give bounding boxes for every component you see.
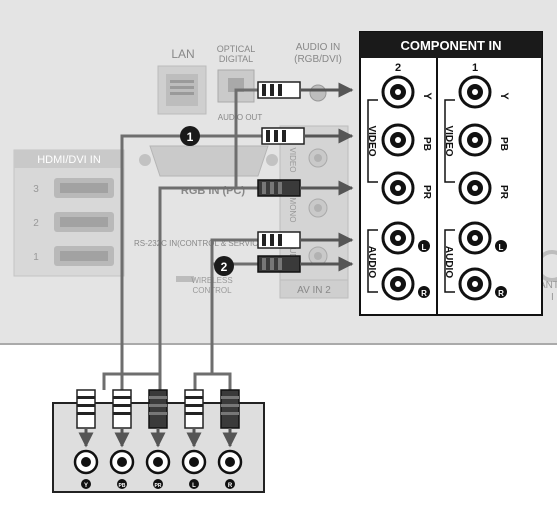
comp1-jack-l <box>458 221 492 255</box>
cable-group-video <box>102 88 262 390</box>
comp1-l-badge: L <box>495 240 507 252</box>
hdmi-port-3-num: 3 <box>33 184 39 195</box>
av-in-label: AV IN 2 <box>297 285 331 296</box>
comp2-r-badge: R <box>418 286 430 298</box>
comp2-jack-r <box>381 267 415 301</box>
step-2-callout: 2 <box>214 256 234 276</box>
device-label-pr-badge: PR <box>153 479 163 489</box>
comp1-video-label: VIDEO <box>443 125 454 156</box>
device-label-pb-badge: PB <box>117 479 127 489</box>
optical-label-2: DIGITAL <box>219 54 253 64</box>
component-col-1: VIDEO AUDIO Y PB PR L R <box>443 75 510 301</box>
device-plug-pb <box>112 389 132 448</box>
device-label-r: R <box>228 483 233 489</box>
device-jack-r <box>217 449 243 475</box>
device-label-l-badge: L <box>189 479 199 489</box>
component-col-1-number: 1 <box>472 62 478 74</box>
rgb-port <box>149 145 269 177</box>
hdmi-label: HDMI/DVI IN <box>37 154 101 166</box>
step-1-number: 1 <box>187 130 194 144</box>
rs232-label: RS-232C IN(CONTROL & SERVICE) <box>134 239 266 248</box>
panel-bottom-edge <box>0 343 557 345</box>
device-label-y: Y <box>84 483 88 489</box>
comp1-label-r: R <box>498 289 504 298</box>
comp2-label-l: L <box>422 243 427 252</box>
av-vertical-mono: MONO <box>288 198 297 223</box>
device-jack-y <box>73 449 99 475</box>
rgb-screw-right <box>266 154 278 166</box>
av-jack-audio-core <box>314 252 322 260</box>
hdmi-port-2-num: 2 <box>33 218 39 229</box>
comp1-label-y: Y <box>498 92 510 100</box>
comp1-label-pr: PR <box>498 185 509 200</box>
device-jack-pr <box>145 449 171 475</box>
comp1-r-badge: R <box>495 286 507 298</box>
component-in-header <box>360 32 542 58</box>
ant-label: ANT <box>539 280 557 291</box>
hdmi-port-2: 2 <box>33 212 114 232</box>
component-col-2-number: 2 <box>395 62 401 74</box>
device-jack-pb <box>109 449 135 475</box>
plug-l-white <box>257 231 354 249</box>
device-plug-y <box>76 389 96 448</box>
hdmi-port-1: 1 <box>33 246 114 266</box>
device-label-l: L <box>192 483 196 489</box>
wireless-port <box>176 276 194 282</box>
audio-out-label: AUDIO OUT <box>218 113 263 122</box>
plug-top-white <box>257 81 354 99</box>
comp1-label-l: L <box>499 243 504 252</box>
audio-in-label-1: AUDIO IN <box>296 42 340 53</box>
ant-partial: I <box>551 292 554 303</box>
device-jack-l <box>181 449 207 475</box>
component-col-2: VIDEO AUDIO Y PB PR L R <box>366 75 433 301</box>
comp2-label-y: Y <box>421 92 433 100</box>
comp2-video-label: VIDEO <box>366 125 377 156</box>
step-2-number: 2 <box>221 260 228 274</box>
av-in-footer <box>279 279 349 299</box>
plug-r-dark <box>257 255 354 273</box>
av-vertical-video: VIDEO <box>288 148 297 173</box>
comp2-jack-pb <box>381 123 415 157</box>
comp1-jack-pr <box>458 171 492 205</box>
av-jack-video-core <box>314 154 322 162</box>
lan-label: LAN <box>171 47 194 61</box>
comp1-jack-y <box>458 75 492 109</box>
comp2-label-pb: PB <box>421 137 432 151</box>
comp2-jack-pr <box>381 171 415 205</box>
comp2-label-r: R <box>421 289 427 298</box>
hdmi-port-1-num: 1 <box>33 252 39 263</box>
device-label-pr: PR <box>155 483 162 489</box>
optical-label-1: OPTICAL <box>217 44 256 54</box>
plug-pr-dark <box>257 179 354 197</box>
plug-y-white <box>261 127 354 145</box>
comp2-l-badge: L <box>418 240 430 252</box>
device-plug-pr <box>148 389 168 448</box>
device-plug-r <box>220 389 240 448</box>
comp1-label-pb: PB <box>498 137 509 151</box>
device-label-y-badge: Y <box>81 479 91 489</box>
device-label-pb: PB <box>119 483 126 489</box>
av-vertical-audio: AUDIO <box>288 242 297 267</box>
lan-pins <box>170 80 194 95</box>
component-in-title: COMPONENT IN <box>400 38 501 53</box>
hdmi-header <box>14 150 124 168</box>
audio-in-label-2: (RGB/DVI) <box>294 54 342 65</box>
comp1-jack-pb <box>458 123 492 157</box>
hdmi-port-3: 3 <box>33 178 114 198</box>
comp2-audio-label: AUDIO <box>366 246 377 278</box>
comp2-label-pr: PR <box>421 185 432 200</box>
comp1-audio-label: AUDIO <box>443 246 454 278</box>
rgb-screw-left <box>139 154 151 166</box>
step-1-callout: 1 <box>180 126 200 146</box>
audio-in-jack <box>309 84 327 102</box>
av-jack-mono-core <box>314 204 322 212</box>
comp1-jack-r <box>458 267 492 301</box>
comp2-jack-l <box>381 221 415 255</box>
comp2-jack-y <box>381 75 415 109</box>
device-plug-l <box>184 389 204 448</box>
device-label-r-badge: R <box>225 479 235 489</box>
lan-port-inner <box>166 74 198 106</box>
